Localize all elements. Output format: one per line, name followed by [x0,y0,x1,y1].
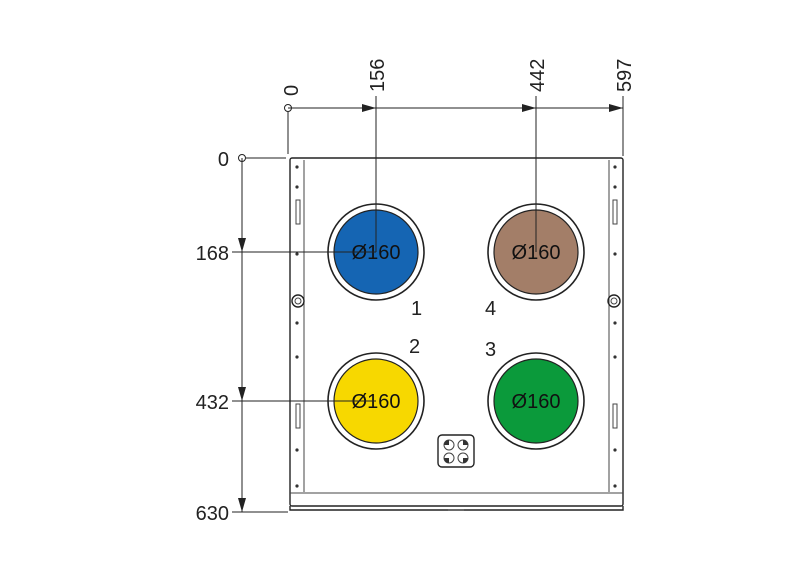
port-number-3: 3 [485,339,496,361]
port-3-diameter-label: Ø160 [512,391,561,413]
port-1-diameter-label: Ø160 [352,242,401,264]
unit-outline [289,157,624,511]
dim-left-432: 432 [196,392,229,414]
port-number-4: 4 [485,298,496,320]
dim-left-168: 168 [196,243,229,265]
dim-left-630: 630 [196,503,229,525]
port-number-1: 1 [411,298,422,320]
side-rail-left [291,165,305,488]
dim-top-597: 597 [614,59,636,92]
port-2-diameter-label: Ø160 [352,391,401,413]
condensate-connector [437,434,475,468]
dim-left-0: 0 [218,149,229,171]
port-4-diameter-label: Ø160 [512,242,561,264]
dim-top-442: 442 [527,59,549,92]
port-3-disc [493,358,579,444]
port-number-2: 2 [409,336,420,358]
dim-top-0: 0 [281,85,303,96]
left-dimension-chain [232,154,376,513]
port-3: Ø160 [487,352,585,450]
side-rail-right [607,165,621,488]
dim-top-156: 156 [367,59,389,92]
top-dimension-chain [284,96,624,252]
